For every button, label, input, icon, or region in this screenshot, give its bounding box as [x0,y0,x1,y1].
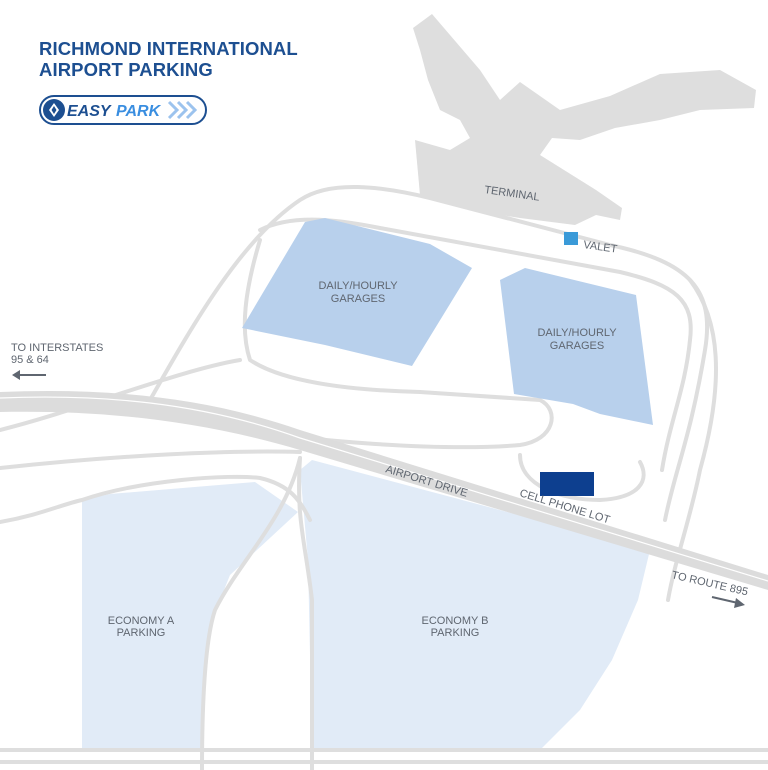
garage-left-label-line2: GARAGES [331,293,385,305]
airport-drive-road [0,390,768,590]
arrow-left-icon [12,370,46,380]
garage-left-label-line1: DAILY/HOURLY [318,280,398,292]
page-title: RICHMOND INTERNATIONAL AIRPORT PARKING [39,38,298,80]
garage-right-label-line2: GARAGES [550,340,604,352]
economy-a-label-line1: ECONOMY A [108,615,175,627]
garage-left[interactable] [242,218,472,366]
valet-label: VALET [583,239,619,256]
easypark-logo-icon: EASY PARK [39,95,207,125]
cell-phone-lot-marker[interactable] [540,472,594,496]
valet-marker[interactable] [564,232,578,245]
title-line-2: AIRPORT PARKING [39,59,213,80]
interstates-label-line2: 95 & 64 [11,354,49,366]
economy-a-lot[interactable] [82,482,298,750]
economy-b-label-line2: PARKING [431,627,480,639]
logo-text-easy: EASY [67,103,112,120]
arrow-right-icon [711,596,745,608]
economy-b-lot[interactable] [300,460,650,750]
terminal-building[interactable] [413,14,756,225]
economy-b-label-line1: ECONOMY B [421,615,488,627]
garage-right-label-line1: DAILY/HOURLY [537,327,617,339]
economy-a-label-line2: PARKING [117,627,166,639]
garage-right[interactable] [500,268,653,425]
title-line-1: RICHMOND INTERNATIONAL [39,38,298,59]
logo-text-park: PARK [116,103,162,120]
interstates-label-line1: TO INTERSTATES [11,342,103,354]
